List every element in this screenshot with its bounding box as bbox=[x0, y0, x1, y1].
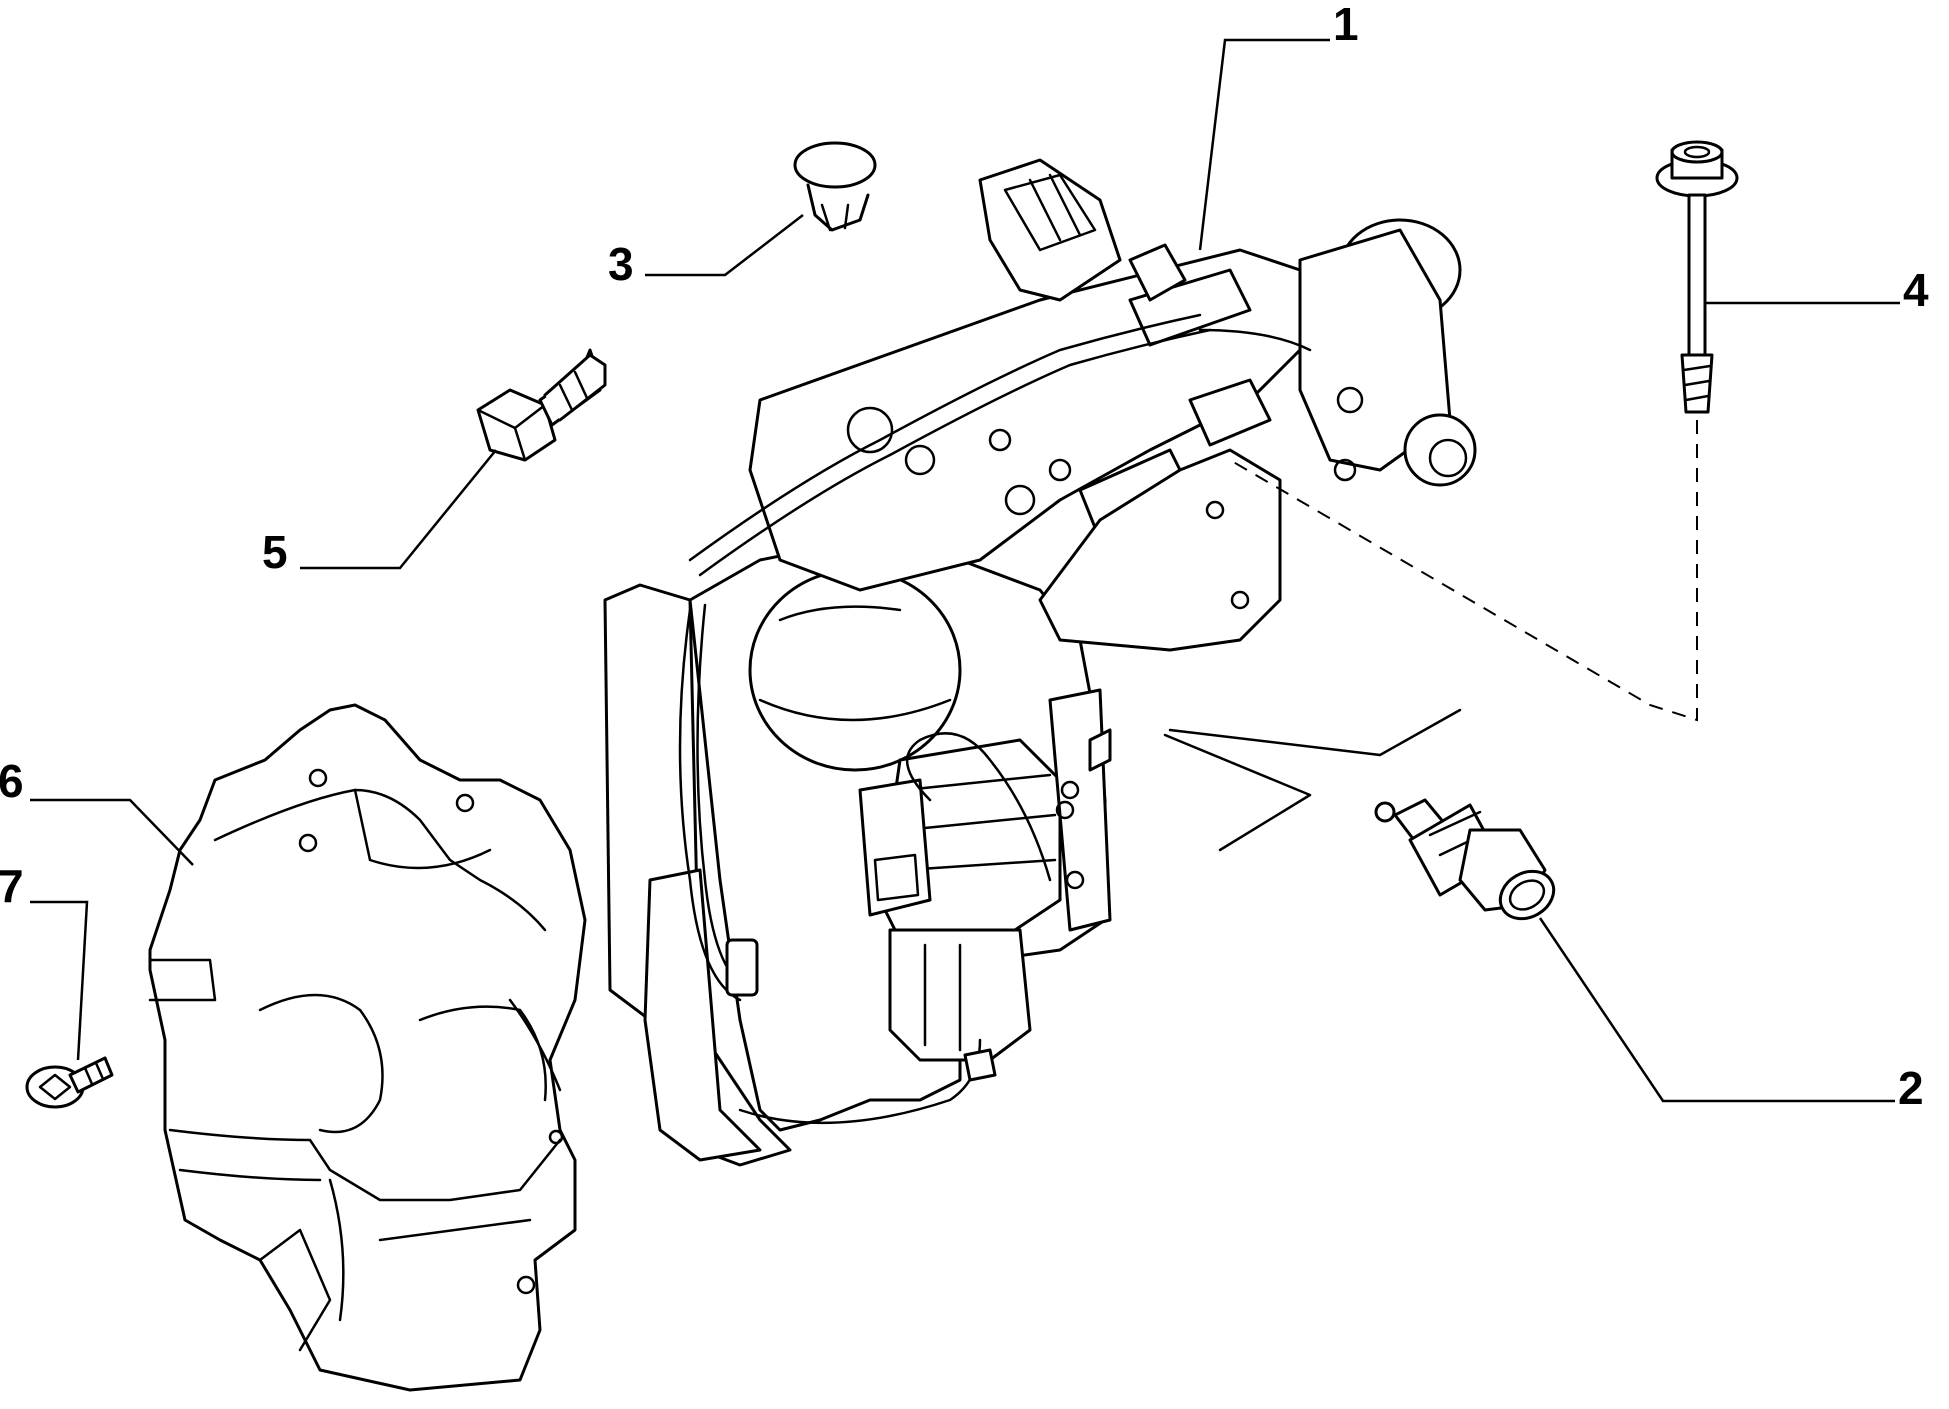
callout-6: 6 bbox=[0, 755, 24, 807]
callout-7: 7 bbox=[0, 860, 24, 912]
leader-1 bbox=[1198, 38, 1330, 251]
part-1-actuator-unit bbox=[603, 158, 1477, 1167]
leader-2 bbox=[1538, 917, 1895, 1103]
part-4-long-bolt bbox=[1655, 140, 1739, 414]
leader-7 bbox=[30, 900, 89, 1061]
part-2-pressure-sensor bbox=[1374, 798, 1556, 921]
part-3-push-clip bbox=[793, 141, 877, 232]
leader-3 bbox=[645, 214, 804, 277]
callout-labels: 1 2 3 4 5 6 7 bbox=[0, 0, 1929, 1114]
leader-5 bbox=[300, 449, 497, 570]
callout-1: 1 bbox=[1333, 0, 1359, 50]
part-6-protective-cover bbox=[148, 703, 587, 1392]
callout-3: 3 bbox=[608, 238, 634, 290]
leader-lines bbox=[30, 38, 1900, 1103]
part-7-flange-bolt bbox=[25, 1056, 114, 1109]
assembly-lines bbox=[1163, 420, 1698, 852]
callout-2: 2 bbox=[1898, 1062, 1924, 1114]
callout-4: 4 bbox=[1903, 264, 1929, 316]
callout-5: 5 bbox=[262, 526, 288, 578]
part-5-hex-bolt bbox=[476, 348, 607, 462]
leader-6 bbox=[30, 798, 194, 866]
